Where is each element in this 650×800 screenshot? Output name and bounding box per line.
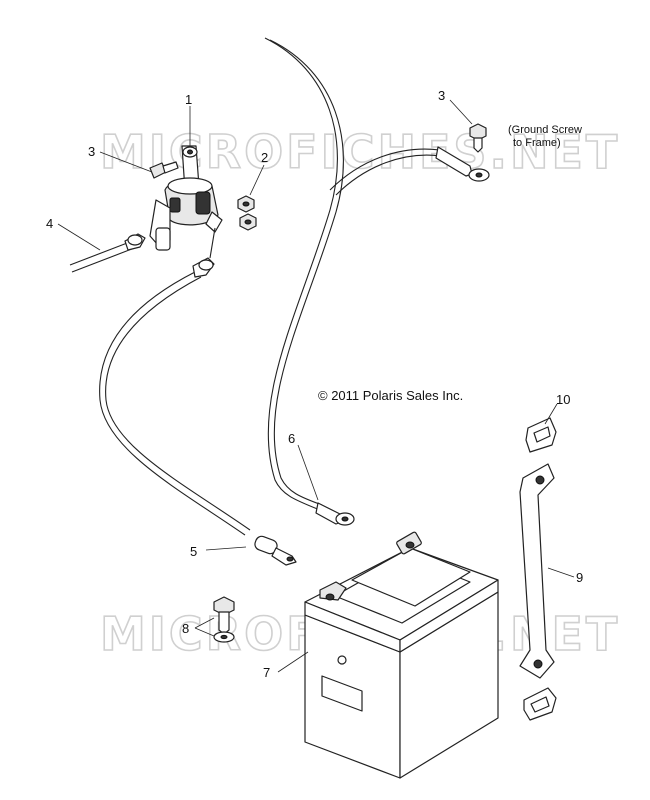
callout-4: 4 [46,216,53,231]
screw-3-left [149,161,179,179]
hold-down-strap-9 [519,463,555,679]
callout-1: 1 [185,92,192,107]
callout-9: 9 [576,570,583,585]
battery [304,531,499,779]
screw-3-right [469,123,487,153]
cable-5 [99,257,297,566]
clip-bottom [523,687,557,721]
copyright-text: © 2011 Polaris Sales Inc. [318,388,463,403]
ground-screw-note-line2: to Frame) [513,137,561,149]
callout-3-right: 3 [438,88,445,103]
callout-8: 8 [182,621,189,636]
leader-lines [57,99,575,673]
callout-10: 10 [556,392,570,407]
callout-6: 6 [288,431,295,446]
callout-7: 7 [263,665,270,680]
ground-cable [329,146,490,196]
battery-cable-6 [264,37,355,526]
cable-4 [69,233,146,273]
callout-5: 5 [190,544,197,559]
callout-2: 2 [261,150,268,165]
starter-solenoid [149,145,223,259]
nuts-2 [237,195,257,231]
ground-screw-note-line1: (Ground Screw [508,124,582,136]
callout-3-left: 3 [88,144,95,159]
bolt-washer-8 [213,596,235,643]
clip-10 [525,417,557,453]
